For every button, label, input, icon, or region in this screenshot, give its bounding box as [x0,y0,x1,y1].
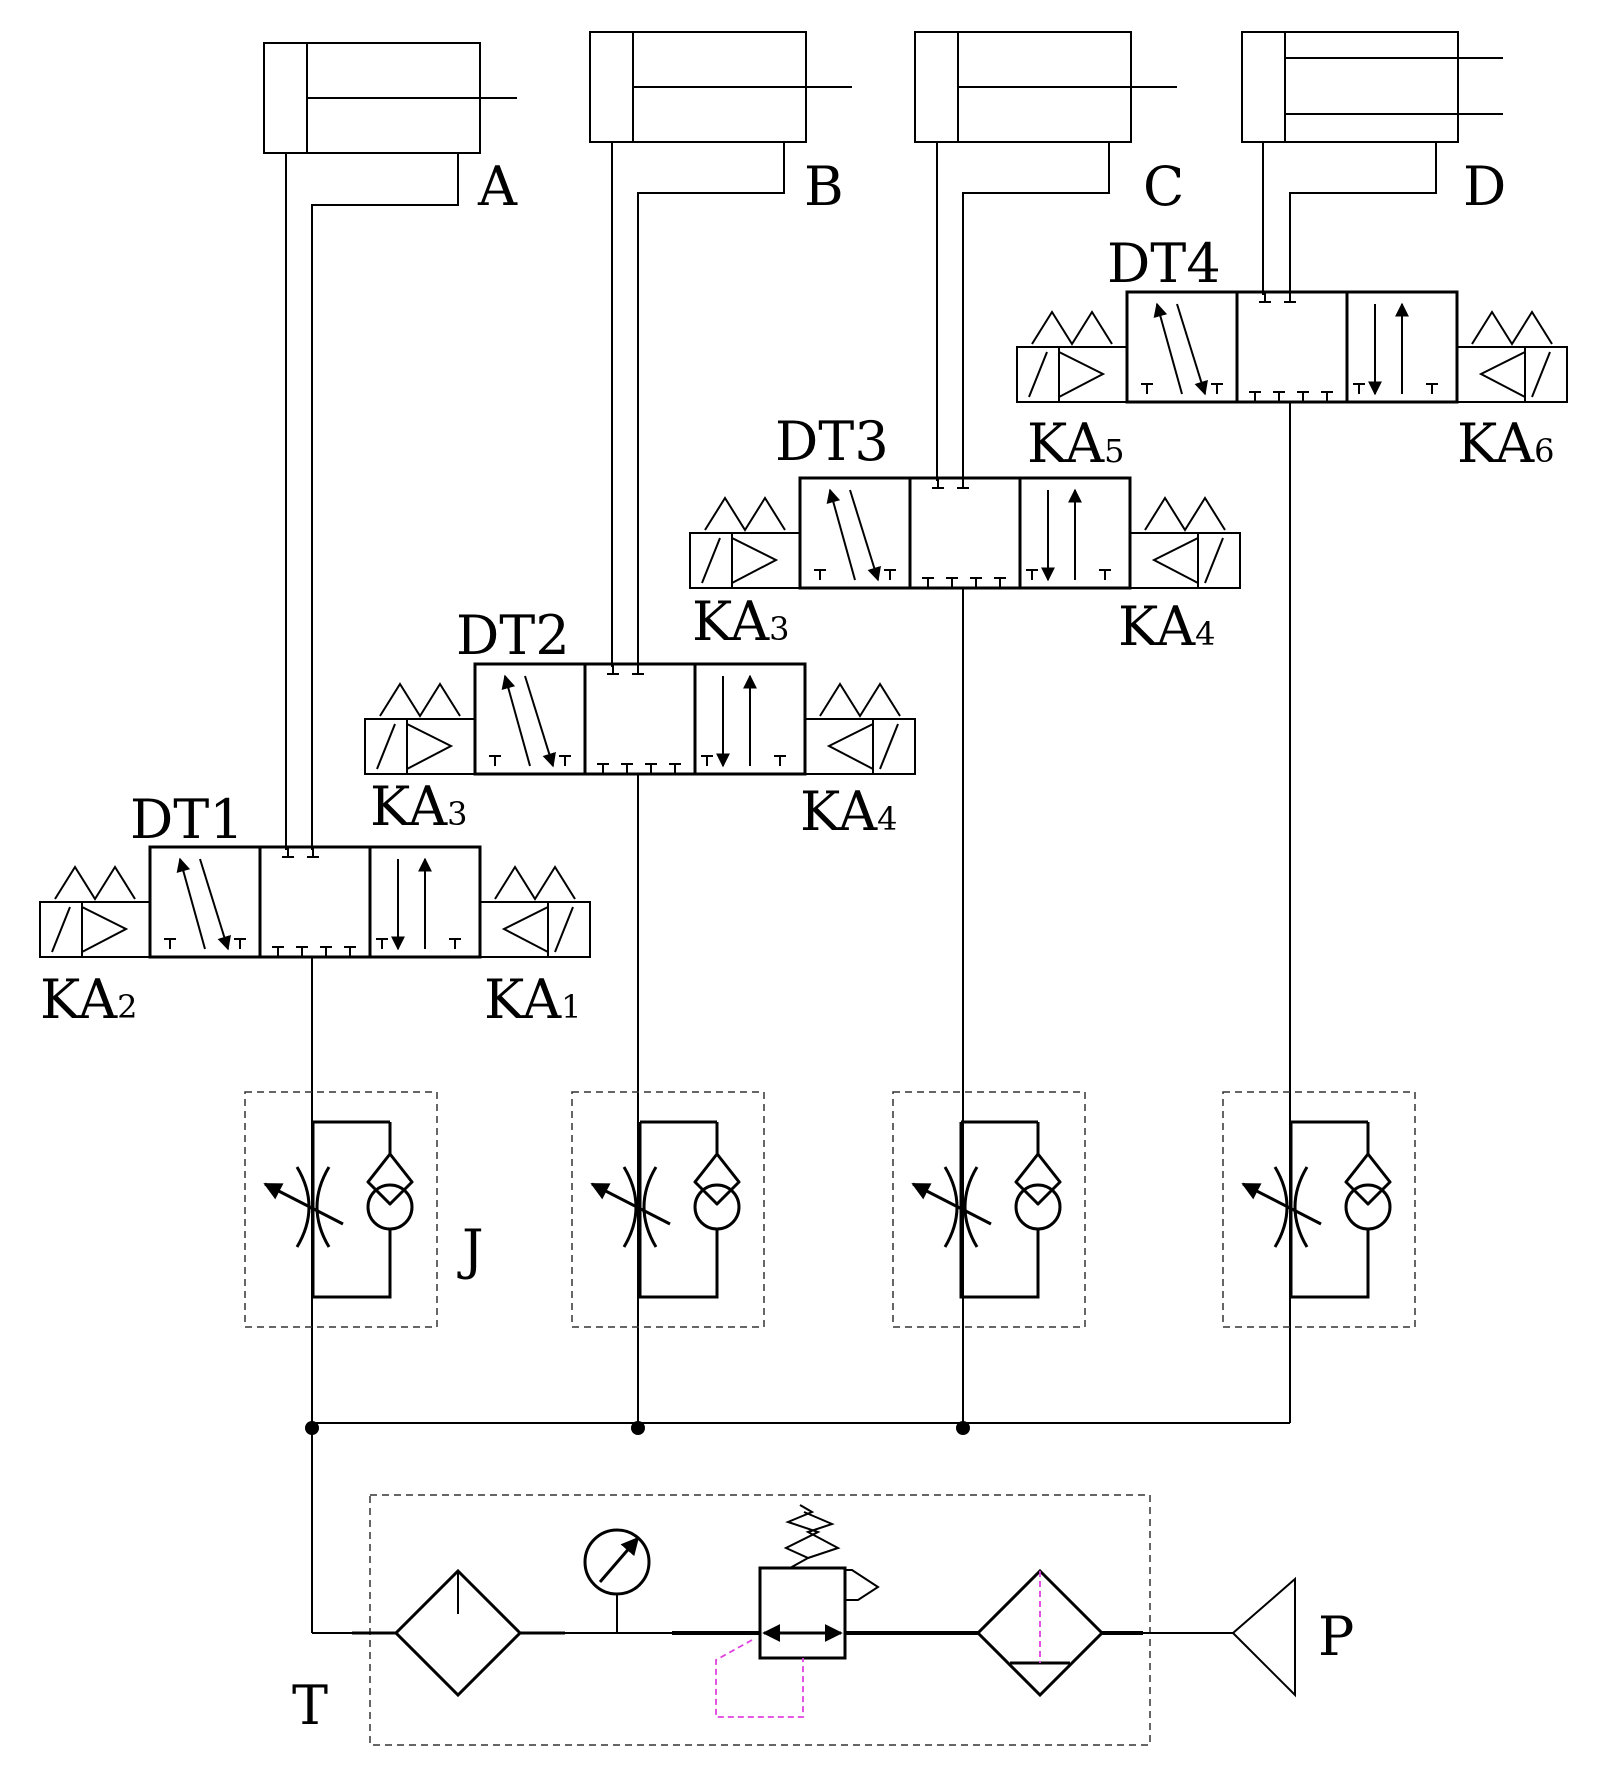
cylinder-a: A [263,42,518,218]
valve-dt4: DT4 KA5 KA6 [1017,232,1567,475]
pressure-source-icon: P [1231,1576,1354,1698]
valve-label-dt1: DT1 [130,788,244,851]
supply-pipes [305,402,1291,1634]
coil-label-ka3: KA3 [370,775,468,838]
pressure-label: P [1318,1605,1354,1668]
filter-icon [975,1568,1105,1698]
pressure-gauge-icon [583,1528,651,1633]
valve-dt3: DT3 KA3 KA4 [690,410,1240,658]
throttle-valve-2 [572,1092,764,1327]
coil-label-ka2: KA2 [40,968,138,1031]
throttle-label: J [457,1218,484,1281]
valve-label-dt3: DT3 [775,410,889,473]
frl-unit [352,1494,1233,1746]
cylinder-label-d: D [1463,155,1506,218]
cylinder-c: C [914,31,1184,218]
coil-label-ka4: KA4 [800,780,898,843]
tank-label: T [292,1674,328,1737]
throttle-valve-4 [1223,1092,1415,1327]
valve-label-dt4: DT4 [1107,232,1221,295]
cylinder-label-c: C [1143,155,1184,218]
cylinder-d: D [1241,31,1506,218]
coil-label-ka1: KA1 [484,968,582,1031]
valve-label-dt2: DT2 [456,604,570,667]
cylinder-label-a: A [477,155,518,218]
valve-dt2: DT2 KA3 KA4 [365,604,915,843]
lubricator-icon [393,1568,523,1698]
cylinder-b: B [589,31,852,218]
coil-label-ka5: KA5 [1027,412,1125,475]
throttle-valve-3 [893,1092,1085,1327]
cylinder-label-b: B [804,155,844,218]
pressure-regulator-icon [715,1504,880,1718]
throttle-valve-1 [245,1092,437,1327]
cylinder-pipes [285,142,1437,850]
coil-label-ka3-dt3: KA3 [692,590,790,653]
coil-label-ka4-dt3: KA4 [1118,595,1216,658]
coil-label-ka6: KA6 [1457,412,1555,475]
valve-dt1: DT1 KA2 KA1 [40,788,590,1031]
